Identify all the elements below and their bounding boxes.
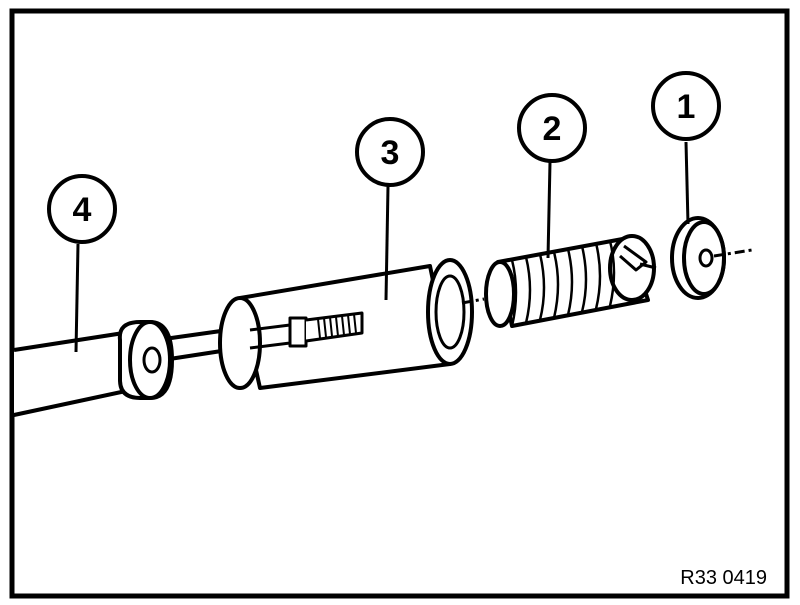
axis-line-3-2 — [461, 297, 485, 305]
leader-line-4 — [74, 243, 80, 353]
callout-2: 2 — [517, 93, 587, 163]
axis-line-1 — [713, 248, 753, 258]
leader-line-1 — [684, 141, 690, 225]
leader-line-2 — [546, 161, 552, 259]
callout-2-label: 2 — [543, 110, 562, 148]
part-1-washer — [670, 216, 726, 300]
callout-1-label: 1 — [677, 88, 696, 126]
callout-1: 1 — [651, 71, 721, 141]
callout-3: 3 — [355, 117, 425, 187]
leader-lines — [74, 141, 690, 353]
callout-4: 4 — [47, 174, 117, 244]
part-2-threaded-bush — [484, 234, 657, 328]
part-3-sleeve — [218, 258, 474, 390]
reference-code: R33 0419 — [680, 567, 767, 589]
part-4-puller-shaft — [13, 320, 230, 417]
callout-3-label: 3 — [381, 134, 400, 172]
callout-4-label: 4 — [73, 191, 92, 229]
leader-line-3 — [384, 185, 390, 301]
